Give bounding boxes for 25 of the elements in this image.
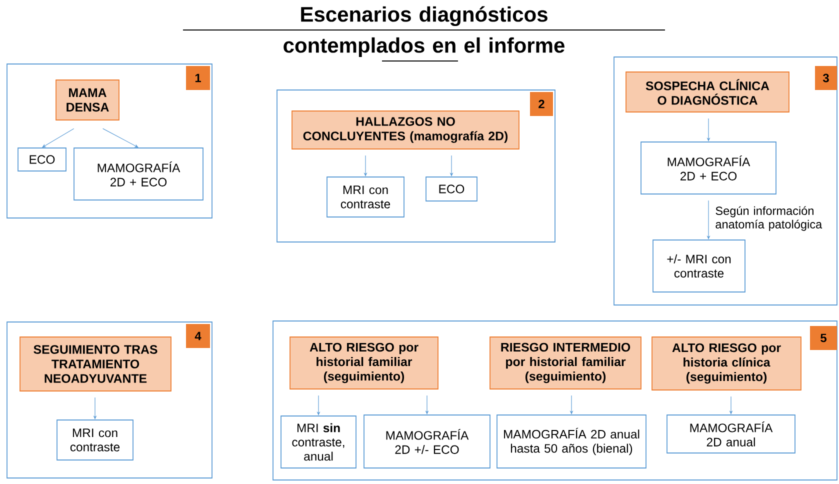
scenario-box: ALTO RIESGO por historial familiar (seguimiento): [290, 336, 438, 390]
number-badge: 3: [815, 66, 837, 90]
exam-box: +/- MRI con contraste: [652, 240, 746, 292]
exam-box: ECO: [18, 148, 66, 172]
exam-box: MAMOGRAFÍA 2D + ECO: [640, 142, 776, 194]
exam-box: MAMOGRAFÍA 2D anual hasta 50 años (bienal): [496, 414, 646, 468]
scenario-box: RIESGO INTERMEDIO por historial familiar (seguimiento): [490, 336, 642, 390]
scenario-box: MAMA DENSA: [56, 80, 120, 120]
scenario-box: HALLAZGOS NO CONCLUYENTES (mamografía 2D): [292, 110, 520, 150]
scenario-box: ALTO RIESGO por historia clínica (seguimiento): [652, 336, 802, 390]
edge-label: Según información anatomía patológica: [716, 206, 822, 231]
exam-box: MAMOGRAFÍA 2D anual: [666, 414, 796, 454]
number-badge: 1: [186, 66, 210, 90]
exam-box: MAMOGRAFÍA 2D +/- ECO: [364, 414, 490, 468]
number-badge: 4: [186, 324, 210, 348]
title: Escenarios diagnósticos contemplados en el informe: [284, 6, 564, 57]
number-badge: 2: [530, 92, 553, 116]
exam-box: MRI con contraste: [326, 176, 404, 218]
exam-box: MRI sin contraste, anual: [280, 416, 356, 468]
exam-box: ECO: [426, 176, 478, 202]
number-badge: 5: [810, 326, 837, 350]
scenario-box: SEGUIMIENTO TRAS TRATAMIENTO NEOADYUVANTE: [20, 336, 172, 392]
scenario-box: SOSPECHA CLÍNICA O DIAGNÓSTICA: [626, 72, 790, 112]
exam-box: MRI con contraste: [56, 420, 134, 460]
exam-box: MAMOGRAFÍA 2D + ECO: [74, 148, 204, 200]
